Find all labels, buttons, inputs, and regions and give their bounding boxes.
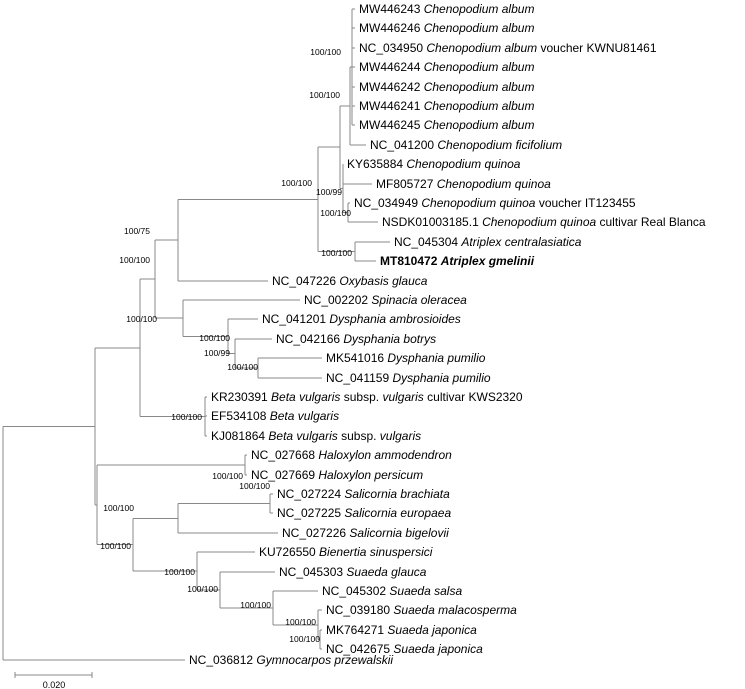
tip-label: KR230391 Beta vulgaris subsp. vulgaris c… [211,390,523,404]
tip-label: NC_039180 Suaeda malacosperma [326,603,517,617]
tip-label: NC_027225 Salicornia europaea [277,506,451,520]
tip-label: NC_042675 Suaeda japonica [326,642,483,656]
tip-label: NC_042166 Dysphania botrys [276,332,436,346]
scale-bar-label: 0.020 [43,680,66,689]
tip-label: NC_041159 Dysphania pumilio [326,371,491,385]
tip-label: EF534108 Beta vulgaris [211,409,339,423]
support-value: 100/100 [103,503,134,513]
tip-label: MW446244 Chenopodium album [359,60,534,74]
tip-label: NC_045303 Suaeda glauca [279,565,427,579]
support-value: 100/100 [321,248,352,258]
support-value: 100/100 [171,412,202,422]
scale-bar: 0.020 [14,672,93,689]
tip-label: MK764271 Suaeda japonica [326,623,477,637]
support-value: 100/100 [119,255,150,265]
tip-label: NC_045302 Suaeda salsa [322,584,462,598]
tip-label: MK541016 Dysphania pumilio [326,351,486,365]
tip-label: NC_036812 Gymnocarpos przewalskii [189,653,393,667]
support-value: 100/100 [164,567,195,577]
support-values: 100/100100/100100/100100/99100/100100/10… [100,47,352,644]
tip-label: NC_027224 Salicornia brachiata [277,487,450,501]
support-value: 100/75 [124,226,150,236]
tip-label: NC_034950 Chenopodium album voucher KWNU… [359,41,657,55]
tip-label: KU726550 Bienertia sinuspersici [259,545,433,559]
tip-label: NC_034949 Chenopodium quinoa voucher IT1… [354,196,636,210]
support-value: 100/100 [289,634,320,644]
tree-branches [2,8,390,661]
tip-label: MW446245 Chenopodium album [359,118,534,132]
support-value: 100/100 [285,617,316,627]
tip-label: NC_027668 Haloxylon ammodendron [251,448,452,462]
tip-label: NC_047226 Oxybasis glauca [272,274,428,288]
tip-label: NC_027669 Haloxylon persicum [251,468,423,482]
support-value: 100/100 [310,47,341,57]
support-value: 100/100 [309,90,340,100]
support-value: 100/99 [316,187,342,197]
tip-label: NC_041201 Dysphania ambrosioides [262,312,461,326]
tip-label: NC_045304 Atriplex centralasiatica [394,235,582,249]
tip-label: MW446243 Chenopodium album [359,2,534,16]
support-value: 100/100 [320,208,351,218]
tip-label: MW446241 Chenopodium album [359,99,534,113]
tip-label: NC_041200 Chenopodium ficifolium [370,138,562,152]
support-value: 100/100 [212,471,243,481]
tip-label: KJ081864 Beta vulgaris subsp. vulgaris [211,429,421,443]
support-value: 100/100 [240,600,271,610]
support-value: 100/100 [199,333,230,343]
support-value: 100/100 [100,541,131,551]
tip-label: NC_027226 Salicornia bigelovii [282,526,449,540]
tip-label: MW446242 Chenopodium album [359,80,534,94]
support-value: 100/100 [227,362,258,372]
support-value: 100/100 [187,584,218,594]
tip-label: NSDK01003185.1 Chenopodium quinoa cultiv… [382,215,706,229]
support-value: 100/99 [204,348,230,358]
tip-label: NC_002202 Spinacia oleracea [304,293,467,307]
tip-label: MW446246 Chenopodium album [359,21,534,35]
support-value: 100/100 [126,314,157,324]
tip-label: MF805727 Chenopodium quinoa [376,177,551,191]
tip-label: MT810472 Atriplex gmelinii [380,254,535,268]
support-value: 100/100 [239,481,270,491]
tip-label: KY635884 Chenopodium quinoa [347,157,521,171]
support-value: 100/100 [281,178,312,188]
